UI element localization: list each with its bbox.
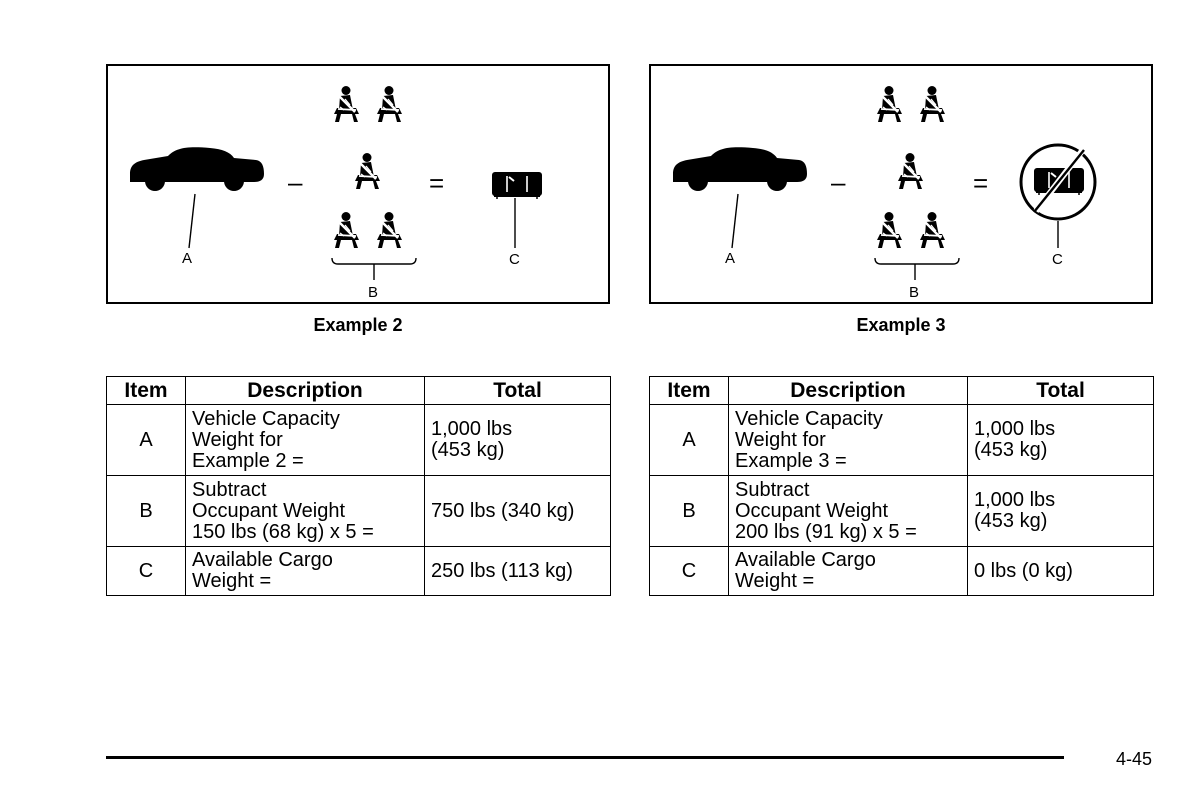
description-line: Subtract <box>735 478 810 501</box>
occupant-icon <box>353 151 382 191</box>
item-cell: C <box>106 546 186 596</box>
description-line: Weight for <box>192 428 283 451</box>
occupant-icon <box>918 210 947 250</box>
table-header-row: Item Description Total <box>649 376 1154 405</box>
description-line: Occupant Weight <box>735 499 889 522</box>
header-total: Total <box>967 376 1154 405</box>
example-2-figure: A B C – = <box>106 64 610 304</box>
example-2-diagram: A B C – = <box>130 84 543 301</box>
description-line: 150 lbs (68 kg) x 5 = <box>192 520 374 543</box>
description-line: Vehicle Capacity <box>735 407 883 430</box>
occupant-icon <box>375 84 404 124</box>
example-2-caption: Example 2 <box>313 315 403 335</box>
total-line: 0 lbs (0 kg) <box>974 559 1073 582</box>
description-cell: Vehicle Capacity Weight for Example 2 = <box>185 404 425 476</box>
total-cell: 1,000 lbs (453 kg) <box>424 404 611 476</box>
occupant-icon <box>332 84 361 124</box>
label-b: B <box>909 284 919 301</box>
occupant-icon <box>875 84 904 124</box>
table-row: A Vehicle Capacity Weight for Example 3 … <box>649 404 1154 476</box>
minus-sign: – <box>288 167 303 197</box>
total-cell: 250 lbs (113 kg) <box>424 546 611 596</box>
occupant-icon <box>332 210 361 250</box>
description-cell: Subtract Occupant Weight 200 lbs (91 kg)… <box>728 475 968 547</box>
description-cell: Available Cargo Weight = <box>185 546 425 596</box>
example-3-figure: A B C – = <box>649 64 1153 304</box>
label-c: C <box>1052 251 1063 268</box>
description-line: Subtract <box>192 478 267 501</box>
description-cell: Vehicle Capacity Weight for Example 3 = <box>728 404 968 476</box>
total-cell: 750 lbs (340 kg) <box>424 475 611 547</box>
item-cell: B <box>106 475 186 547</box>
description-line: Occupant Weight <box>192 499 346 522</box>
label-a: A <box>725 250 735 267</box>
table-row: C Available Cargo Weight = 0 lbs (0 kg) <box>649 546 1154 596</box>
total-line: 250 lbs (113 kg) <box>431 559 573 582</box>
description-line: Example 3 = <box>735 449 847 472</box>
description-line: Available Cargo <box>735 549 876 571</box>
example-3-table: Item Description Total A Vehicle Capacit… <box>649 376 1154 596</box>
total-line: (453 kg) <box>974 510 1048 532</box>
item-cell: C <box>649 546 729 596</box>
equals-sign: = <box>973 168 988 198</box>
total-line: 1,000 lbs <box>974 418 1056 440</box>
table-row: C Available Cargo Weight = 250 lbs (113 … <box>106 546 611 596</box>
no-cargo-icon <box>1019 143 1097 221</box>
description-cell: Available Cargo Weight = <box>728 546 968 596</box>
description-line: Example 2 = <box>192 449 304 472</box>
total-line: 750 lbs (340 kg) <box>431 499 575 522</box>
header-total: Total <box>424 376 611 405</box>
total-line: (453 kg) <box>974 439 1048 461</box>
vehicle-icon <box>130 147 264 191</box>
total-cell: 0 lbs (0 kg) <box>967 546 1154 596</box>
example-3-diagram: A B C – = <box>673 84 1097 301</box>
occupant-icon <box>896 151 925 191</box>
total-line: (453 kg) <box>431 439 505 461</box>
table-row: B Subtract Occupant Weight 200 lbs (91 k… <box>649 475 1154 547</box>
header-item: Item <box>649 376 729 405</box>
description-cell: Subtract Occupant Weight 150 lbs (68 kg)… <box>185 475 425 547</box>
description-line: Vehicle Capacity <box>192 407 340 430</box>
description-line: Weight = <box>735 570 815 592</box>
cargo-icon <box>491 171 543 199</box>
label-b: B <box>368 284 378 301</box>
table-header-row: Item Description Total <box>106 376 611 405</box>
total-cell: 1,000 lbs (453 kg) <box>967 404 1154 476</box>
total-line: 1,000 lbs <box>974 489 1056 511</box>
page-number: 4-45 <box>1116 749 1153 769</box>
description-line: Weight = <box>192 570 272 592</box>
header-description: Description <box>728 376 968 405</box>
minus-sign: – <box>831 167 846 197</box>
item-cell: A <box>106 404 186 476</box>
equals-sign: = <box>429 168 444 198</box>
item-cell: A <box>649 404 729 476</box>
total-line: 1,000 lbs <box>431 418 513 440</box>
occupant-icon <box>375 210 404 250</box>
description-line: 200 lbs (91 kg) x 5 = <box>735 520 917 543</box>
description-line: Available Cargo <box>192 549 333 571</box>
example-2-table: Item Description Total A Vehicle Capacit… <box>106 376 611 596</box>
example-3-caption: Example 3 <box>856 315 946 335</box>
occupant-icon <box>875 210 904 250</box>
table-row: B Subtract Occupant Weight 150 lbs (68 k… <box>106 475 611 547</box>
label-a: A <box>182 250 192 267</box>
header-item: Item <box>106 376 186 405</box>
vehicle-icon <box>673 147 807 191</box>
table-row: A Vehicle Capacity Weight for Example 2 … <box>106 404 611 476</box>
footer-rule <box>106 756 1064 759</box>
item-cell: B <box>649 475 729 547</box>
occupant-icon <box>918 84 947 124</box>
total-cell: 1,000 lbs (453 kg) <box>967 475 1154 547</box>
header-description: Description <box>185 376 425 405</box>
label-c: C <box>509 251 520 268</box>
description-line: Weight for <box>735 428 826 451</box>
